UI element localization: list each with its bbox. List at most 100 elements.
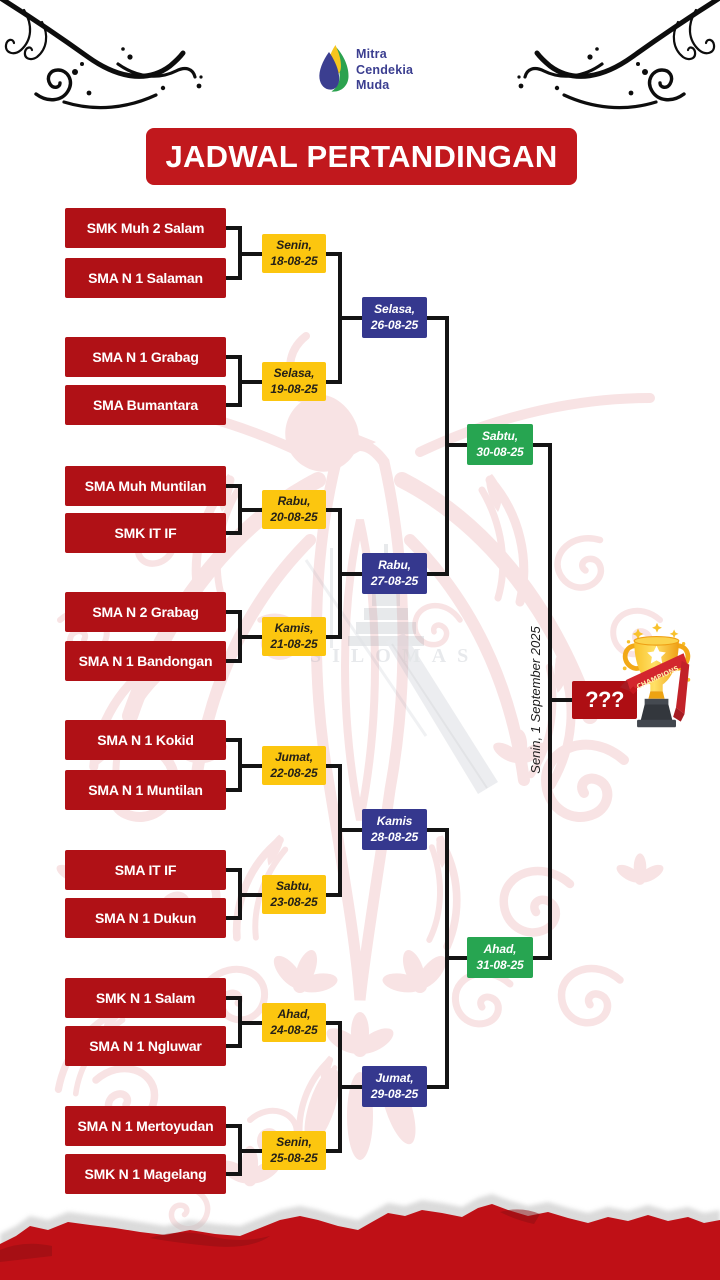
connector	[226, 1124, 242, 1128]
match-day: Selasa,	[374, 302, 415, 316]
logo-line-1: Mitra	[356, 47, 387, 61]
match-date-box: Senin, 18-08-25	[262, 234, 326, 273]
connector	[326, 763, 342, 768]
connector	[427, 315, 449, 320]
connector	[342, 315, 362, 320]
team-box: SMA N 1 Muntilan	[65, 770, 226, 810]
connector	[338, 251, 342, 384]
match-day: Kamis	[376, 814, 413, 828]
semifinal-date-box: Ahad, 31-08-25	[467, 937, 533, 978]
match-day: Rabu,	[277, 494, 311, 508]
connector	[326, 634, 342, 639]
match-date: 28-08-25	[370, 829, 419, 844]
team-box: SMK IT IF	[65, 513, 226, 553]
team-box: SMK N 1 Salam	[65, 978, 226, 1018]
connector	[552, 698, 572, 702]
match-date-box: Rabu, 20-08-25	[262, 490, 326, 529]
connector	[445, 315, 449, 576]
connector	[342, 571, 362, 576]
connector	[548, 442, 552, 960]
connector	[238, 1124, 242, 1176]
team-box: SMK N 1 Magelang	[65, 1154, 226, 1194]
team-box: SMK Muh 2 Salam	[65, 208, 226, 248]
connector	[242, 379, 262, 384]
connector	[242, 251, 262, 256]
connector	[242, 1148, 262, 1153]
connector	[445, 827, 449, 1089]
logo-line-3: Muda	[356, 78, 390, 92]
connector	[242, 763, 262, 768]
connector	[326, 892, 342, 897]
quarterfinal-date-box: Jumat, 29-08-25	[362, 1066, 427, 1107]
quarterfinal-date-box: Rabu, 27-08-25	[362, 553, 427, 594]
title-banner: JADWAL PERTANDINGAN	[146, 128, 577, 185]
connector	[326, 379, 342, 384]
connector	[226, 659, 242, 663]
quarterfinal-date-box: Kamis 28-08-25	[362, 809, 427, 850]
team-name: SMA IT IF	[114, 862, 177, 878]
team-box: SMA N 1 Grabag	[65, 337, 226, 377]
match-date-box: Sabtu, 23-08-25	[262, 875, 326, 914]
team-name: SMA N 1 Kokid	[97, 732, 194, 748]
connector	[242, 1020, 262, 1025]
quarterfinal-date-box: Selasa, 26-08-25	[362, 297, 427, 338]
connector	[226, 738, 242, 742]
connector	[226, 226, 242, 230]
connector	[338, 507, 342, 639]
corner-flourish-right-icon	[517, 0, 720, 110]
match-date: 29-08-25	[370, 1086, 419, 1101]
connector	[338, 1020, 342, 1153]
connector	[238, 610, 242, 663]
semifinal-date-box: Sabtu, 30-08-25	[467, 424, 533, 465]
trophy-icon: CHAMPIONS	[619, 622, 691, 728]
match-day: Sabtu,	[481, 429, 519, 443]
match-date: 19-08-25	[270, 381, 318, 396]
team-name: SMK Muh 2 Salam	[86, 220, 205, 236]
connector	[226, 276, 242, 280]
match-day: Senin,	[276, 1135, 312, 1149]
team-name: SMK N 1 Magelang	[84, 1166, 207, 1182]
match-date: 24-08-25	[270, 1022, 318, 1037]
connector	[226, 996, 242, 1000]
team-name: SMA N 1 Dukun	[94, 910, 197, 926]
match-date: 18-08-25	[270, 253, 318, 268]
match-date: 30-08-25	[476, 444, 524, 459]
team-name: SMA N 2 Grabag	[92, 604, 199, 620]
connector	[226, 484, 242, 488]
team-box: SMA Bumantara	[65, 385, 226, 425]
team-box: SMA N 1 Dukun	[65, 898, 226, 938]
connector	[226, 610, 242, 614]
match-date-box: Jumat, 22-08-25	[262, 746, 326, 785]
team-name: SMK N 1 Salam	[95, 990, 196, 1006]
connector	[238, 738, 242, 792]
connector	[226, 403, 242, 407]
team-name: SMA N 1 Grabag	[92, 349, 199, 365]
team-box: SMA N 1 Mertoyudan	[65, 1106, 226, 1146]
connector	[226, 788, 242, 792]
match-date-box: Ahad, 24-08-25	[262, 1003, 326, 1042]
team-name: SMA N 1 Bandongan	[78, 653, 213, 669]
connector	[449, 442, 467, 447]
connector	[238, 355, 242, 407]
match-day: Kamis,	[274, 621, 314, 635]
connector	[326, 507, 342, 512]
connector	[242, 634, 262, 639]
connector	[226, 868, 242, 872]
team-name: SMA N 1 Ngluwar	[89, 1038, 202, 1054]
connector	[242, 892, 262, 897]
team-name: SMA N 1 Salaman	[88, 270, 203, 286]
connector	[427, 827, 449, 832]
team-name: SMA N 1 Muntilan	[88, 782, 203, 798]
champion-placeholder: ???	[585, 687, 624, 712]
connector	[226, 1172, 242, 1176]
team-box: SMA N 1 Salaman	[65, 258, 226, 298]
match-day: Jumat,	[375, 1071, 414, 1085]
watermark-text: SILOMAS	[310, 645, 479, 667]
connector	[238, 996, 242, 1048]
connector	[533, 955, 552, 960]
team-name: SMA N 1 Mertoyudan	[77, 1118, 214, 1134]
team-box: SMA Muh Muntilan	[65, 466, 226, 506]
match-day: Senin,	[276, 238, 312, 252]
connector	[326, 1020, 342, 1025]
